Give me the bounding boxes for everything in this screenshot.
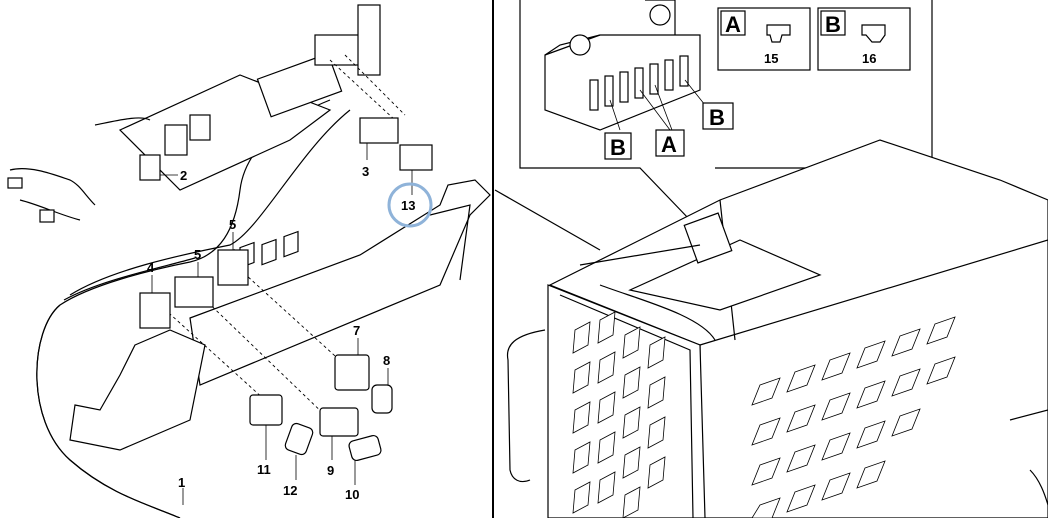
callout-12: 12 (283, 483, 297, 498)
inset-letter-b-right: B (709, 105, 725, 130)
callout-5b: 5 (229, 217, 236, 232)
door-grille (572, 311, 666, 518)
callout-10: 10 (345, 487, 359, 502)
legend-letter-a: A (725, 12, 741, 37)
inset-letter-a: A (661, 132, 677, 157)
highlight-circle (387, 182, 433, 228)
callout-16: 16 (862, 51, 876, 66)
left-panel-dash-assembly (7, 4, 491, 518)
side-grille (751, 316, 956, 518)
callout-8: 8 (383, 353, 390, 368)
callout-11: 11 (257, 462, 271, 477)
callout-7: 7 (353, 323, 360, 338)
right-panel-cab-view (494, 0, 1048, 518)
callout-13: 13 (401, 198, 415, 213)
callout-9: 9 (327, 463, 334, 478)
callout-3: 3 (362, 164, 369, 179)
callout-15: 15 (764, 51, 778, 66)
inset-letter-b-left: B (610, 135, 626, 160)
callout-4: 4 (147, 260, 155, 275)
fuse-slots (589, 55, 689, 111)
callout-5a: 5 (194, 247, 201, 262)
callout-1: 1 (178, 475, 185, 490)
legend-letter-b: B (825, 12, 841, 37)
callout-2: 2 (180, 168, 187, 183)
